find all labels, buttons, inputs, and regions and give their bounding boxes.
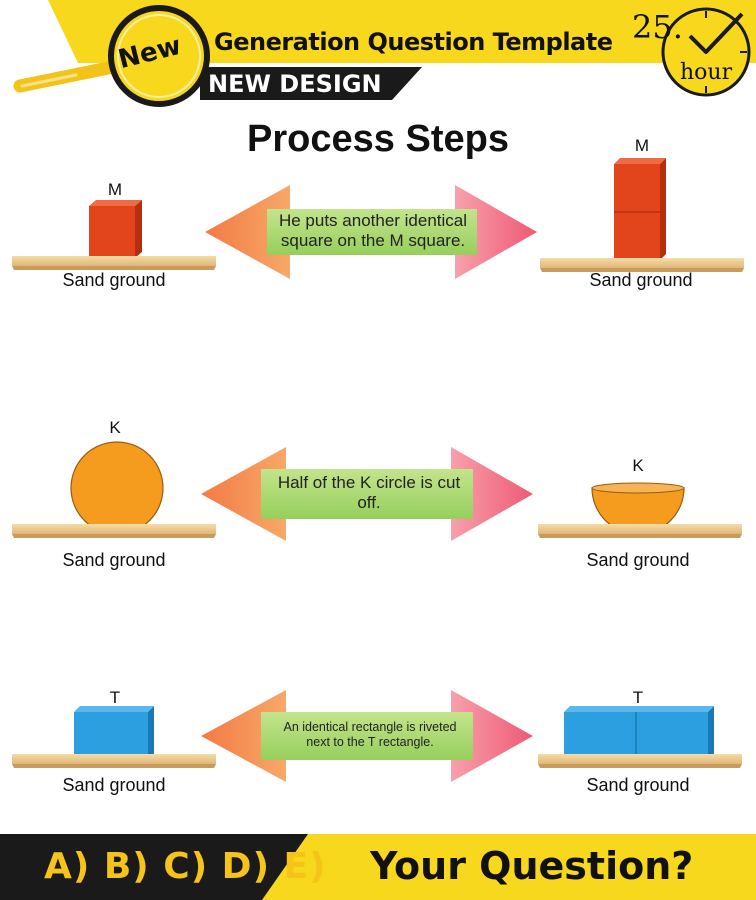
ground-label: Sand ground [62,550,166,570]
label-t-left: T [109,688,121,707]
sand-ground-plank [538,754,742,764]
square-m-top [614,164,660,212]
header: New Generation Question Template NEW DES… [0,0,756,110]
label-t-right: T [632,688,644,707]
sand-ground-plank [538,524,742,534]
sand-ground-plank [540,258,744,268]
your-question: Your Question? [370,844,694,888]
sand-ground-plank [12,754,216,764]
timer-number: 25. [632,8,683,46]
step-2-description: Half of the K circle is cut off. [277,473,461,513]
label-m-right: M [634,136,650,155]
footer-bands [0,834,756,900]
label-k-left: K [109,418,121,437]
circle-k [70,441,164,535]
ground-label: Sand ground [586,550,690,570]
ground-label: Sand ground [62,775,166,795]
step-1-right-scene [540,158,744,272]
header-title: Generation Question Template [214,28,613,56]
step-1-double-arrow [205,185,537,279]
step-1-description: He puts another identical square on the … [278,211,468,251]
timer-unit: hour [680,60,733,85]
step-3-description: An identical rectangle is riveted next t… [283,720,457,749]
step-1-left-scene [12,200,216,270]
header-subtitle: NEW DESIGN [208,70,382,98]
step-2-double-arrow [201,447,533,541]
sand-ground-plank [12,524,216,534]
label-k-right: K [632,456,644,475]
page-title: Process Steps [247,118,509,160]
sand-ground-plank [12,256,216,266]
ground-label: Sand ground [62,270,166,290]
ground-label: Sand ground [586,775,690,795]
step-3-left-scene [12,706,216,768]
ground-label: Sand ground [589,270,693,290]
step-2-right-scene [538,482,742,538]
header-graphics [13,0,756,107]
label-m-left: M [107,180,123,199]
step-3-double-arrow [201,690,533,782]
step-3-right-scene [538,706,742,768]
square-m [89,206,135,258]
step-2-left-scene [12,441,216,538]
answer-options: A) B) C) D) E) [44,846,327,887]
square-m-bottom [614,212,660,260]
